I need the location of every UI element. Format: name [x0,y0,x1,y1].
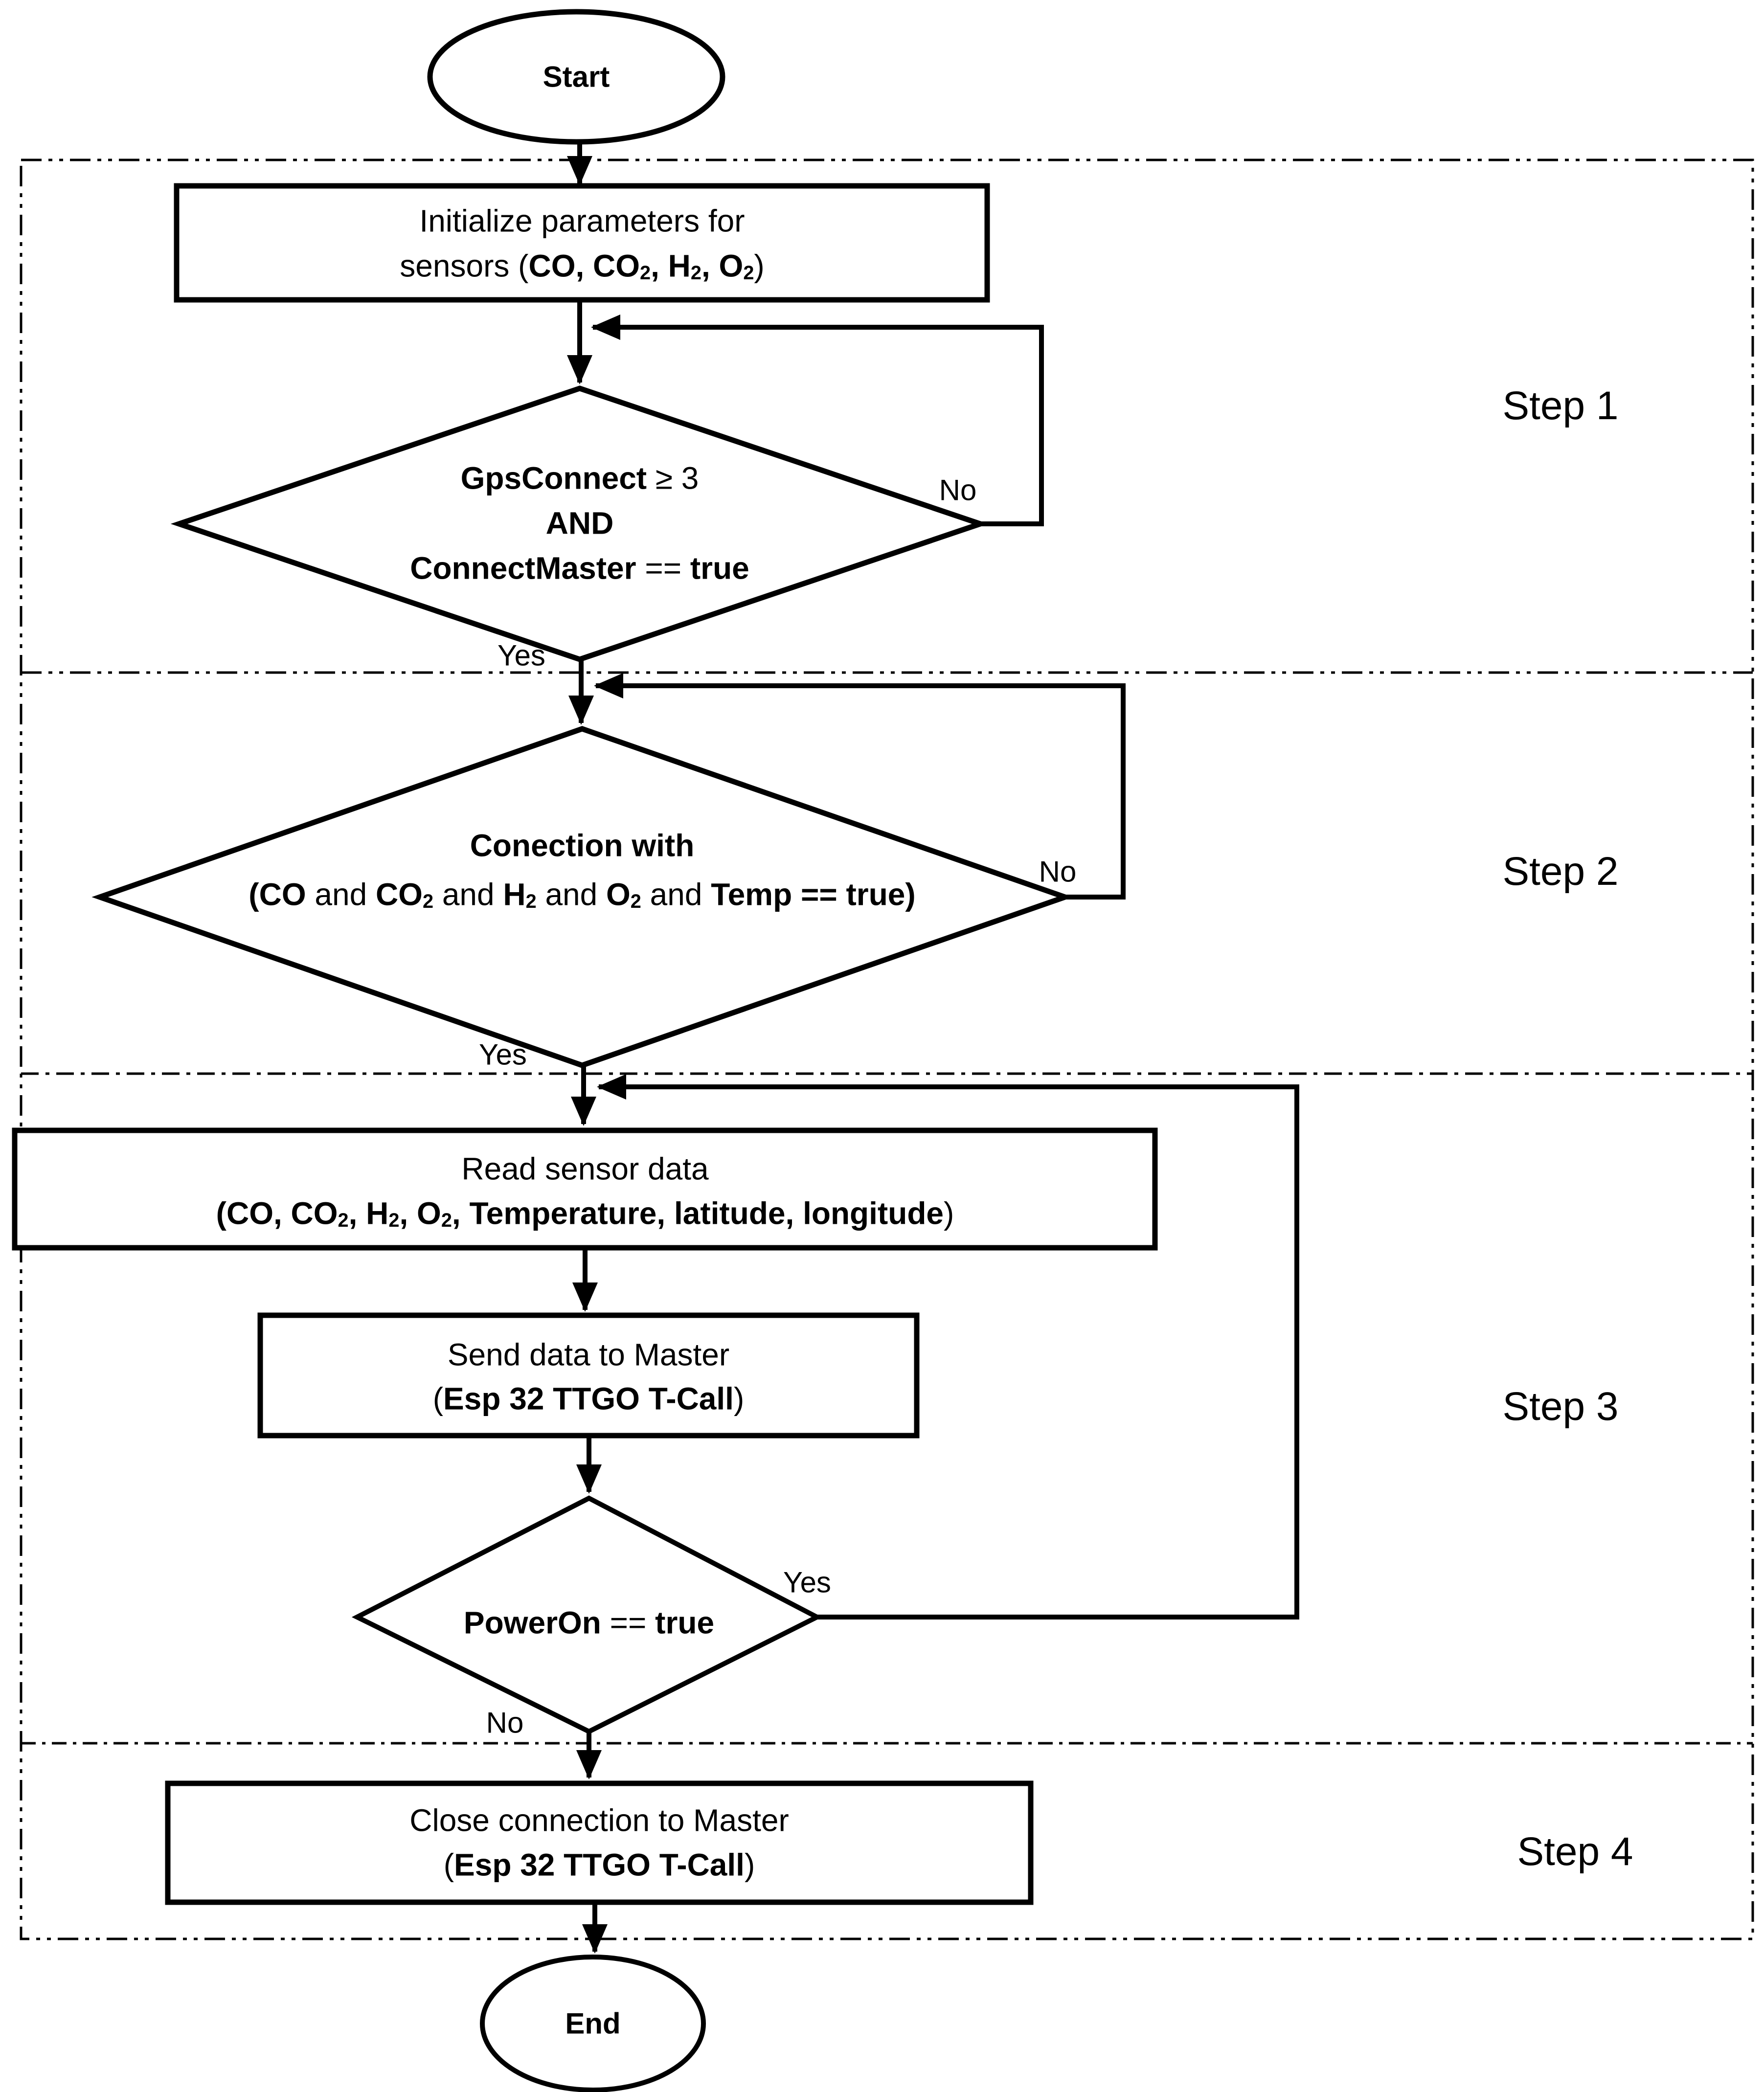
steps-outer-border [20,158,1754,1940]
power-yes-label: Yes [783,1566,831,1599]
init-process-box [174,183,990,303]
text-segment: ≥ 3 [647,460,699,496]
gps-decision-diamond [170,385,989,662]
text-segment: AND [545,505,614,541]
text-segment: ) [744,1847,755,1883]
end-terminator [480,1955,706,2092]
text-segment: Conection with [470,828,695,863]
gps-yes-label: Yes [498,639,545,672]
text-segment: 2 [743,262,754,284]
send-process-box [257,1312,920,1439]
loop-connection-no [593,673,1126,900]
text-segment: sensors ( [400,248,529,284]
connection-decision-diamond [91,726,1073,1068]
text-segment: ) [733,1381,745,1417]
end-label: End [565,2007,621,2040]
text-segment: 2 [690,262,701,284]
read-process-box [12,1127,1158,1251]
power-decision-diamond [351,1495,822,1734]
init-line2: sensors (CO, CO2, H2, O2) [400,249,764,283]
gps-no-label: No [939,473,977,507]
gps-decision-line2: AND [546,507,614,540]
text-segment: and [306,877,376,912]
text-segment: and [641,877,711,912]
step-3-label: Step 3 [1502,1384,1619,1429]
loop-gps-no [590,314,1044,526]
text-segment: ) [754,248,765,284]
power-no-label: No [486,1706,524,1739]
text-segment: Temp == true) [711,877,916,912]
text-segment: H [503,877,526,912]
send-line2: (Esp 32 TTGO T-Call) [433,1382,745,1415]
close-line2: (Esp 32 TTGO T-Call) [444,1848,755,1881]
read-line2: (CO, CO2, H2, O2, Temperature, latitude,… [216,1197,954,1231]
step-2-label: Step 2 [1502,849,1619,894]
text-segment: Esp 32 TTGO T-Call [454,1847,745,1883]
send-line1: Send data to Master [447,1337,730,1372]
close-process-box [165,1780,1034,1905]
text-segment: , Temperature, latitude, longitude [452,1195,944,1231]
text-segment: ) [944,1195,954,1231]
gps-decision-line3: ConnectMaster == true [410,552,749,585]
text-segment: 2 [525,890,537,912]
text-segment: ConnectMaster [410,550,636,586]
text-segment: O [606,877,631,912]
loop-power-yes [596,1074,1299,1620]
text-segment: Esp 32 TTGO T-Call [443,1381,734,1417]
connection-decision-line2: (CO and CO2 and H2 and O2 and Temp == tr… [249,878,915,912]
text-segment: CO, CO [528,248,640,284]
text-segment: ( [443,1847,454,1883]
connection-yes-label: Yes [479,1038,527,1071]
text-segment: (CO [249,877,306,912]
text-segment: ( [432,1381,444,1417]
text-segment: and [536,877,607,912]
text-segment: == [601,1605,656,1641]
text-segment: == [636,550,690,586]
text-segment: and [433,877,503,912]
start-terminator [427,9,725,145]
connection-no-label: No [1039,855,1077,888]
init-line1: Initialize parameters for [419,203,745,239]
text-segment: , H [651,248,691,284]
text-segment: , O [399,1195,441,1231]
text-segment: 2 [630,890,641,912]
start-label: Start [543,60,610,93]
text-segment: true [690,550,749,586]
step-1-label: Step 1 [1502,383,1619,428]
text-segment: CO [375,877,423,912]
text-segment: 2 [640,262,651,284]
text-segment: 2 [422,890,434,912]
text-segment: true [655,1605,715,1641]
text-segment: , H [348,1195,389,1231]
text-segment: (CO, CO [216,1195,338,1231]
power-decision-line1: PowerOn == true [464,1606,714,1639]
connection-decision-line1: Conection with [470,829,695,862]
gps-decision-line1: GpsConnect ≥ 3 [461,462,699,495]
close-line1: Close connection to Master [409,1802,789,1838]
read-line1: Read sensor data [461,1151,709,1187]
text-segment: 2 [338,1209,349,1231]
text-segment: PowerOn [463,1605,601,1641]
step-4-label: Step 4 [1517,1829,1633,1874]
text-segment: , O [701,248,744,284]
text-segment: 2 [388,1209,400,1231]
text-segment: GpsConnect [460,460,647,496]
text-segment: 2 [441,1209,452,1231]
